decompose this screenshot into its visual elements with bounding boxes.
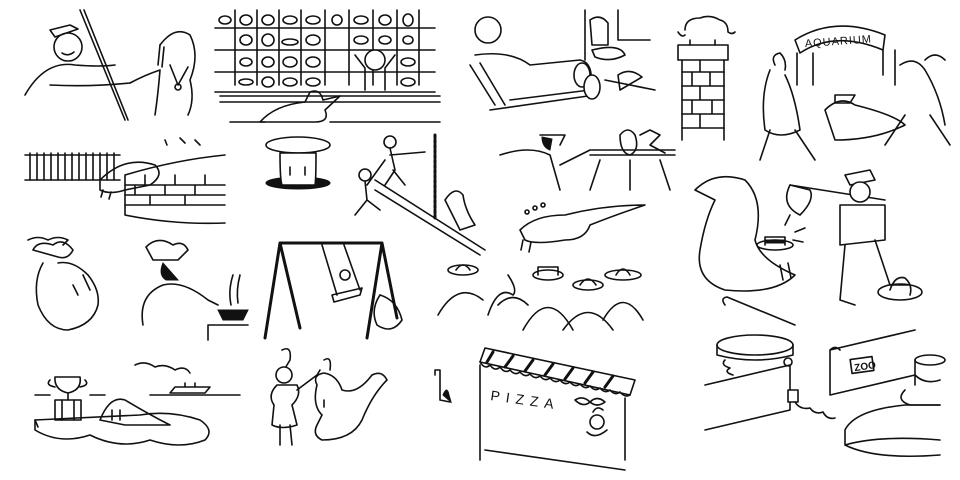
panel-swing (262, 240, 412, 340)
panel-chef (18, 235, 249, 341)
panel-swimming (515, 200, 675, 255)
panel-slide (345, 130, 486, 256)
pool-illustration (24, 137, 226, 225)
crowd-illustration (437, 264, 644, 331)
manhole-table-illustration (265, 136, 331, 190)
panel-sleeping-keeper (469, 5, 660, 115)
panel-medal (20, 5, 200, 121)
panel-pizza: PIZZA (434, 340, 636, 471)
panel-trophy (30, 355, 245, 450)
ice-rink-illustration (499, 129, 676, 191)
medal-handshake-illustration (24, 9, 196, 121)
panel-dancer (262, 345, 402, 446)
panel-crowd (437, 255, 648, 331)
swing-illustration (263, 241, 403, 340)
pizza-sign-text: PIZZA (490, 387, 561, 413)
aquarium-sign-text: AQUARIUM (804, 33, 872, 50)
panel-hat-shop (214, 9, 445, 123)
panel-elephant-pillar (670, 10, 750, 141)
zoo-fountain-illustration: ZOO (704, 329, 946, 457)
elephant-pillar-illustration (677, 15, 736, 141)
dancer-illustration (270, 347, 388, 446)
trophy-illustration (34, 362, 241, 446)
pizza-shop-illustration: PIZZA (434, 347, 636, 471)
net-chase-illustration (694, 169, 923, 326)
panel-aquarium: AQUARIUM (755, 15, 955, 161)
sleeping-keeper-illustration (469, 9, 656, 111)
aquarium-illustration: AQUARIUM (759, 25, 951, 161)
hat-shop-illustration (214, 9, 441, 123)
panel-zoo-fountain: ZOO (704, 329, 946, 460)
panel-pool (24, 135, 226, 225)
panel-net-chase (685, 160, 955, 326)
swimming-walrus-illustration (519, 202, 646, 253)
chef-illustration (27, 236, 249, 341)
panel-ice-rink (499, 115, 680, 195)
slide-illustration (354, 133, 486, 256)
zoo-sign-text: ZOO (854, 360, 877, 374)
panel-manhole-table (260, 135, 335, 190)
